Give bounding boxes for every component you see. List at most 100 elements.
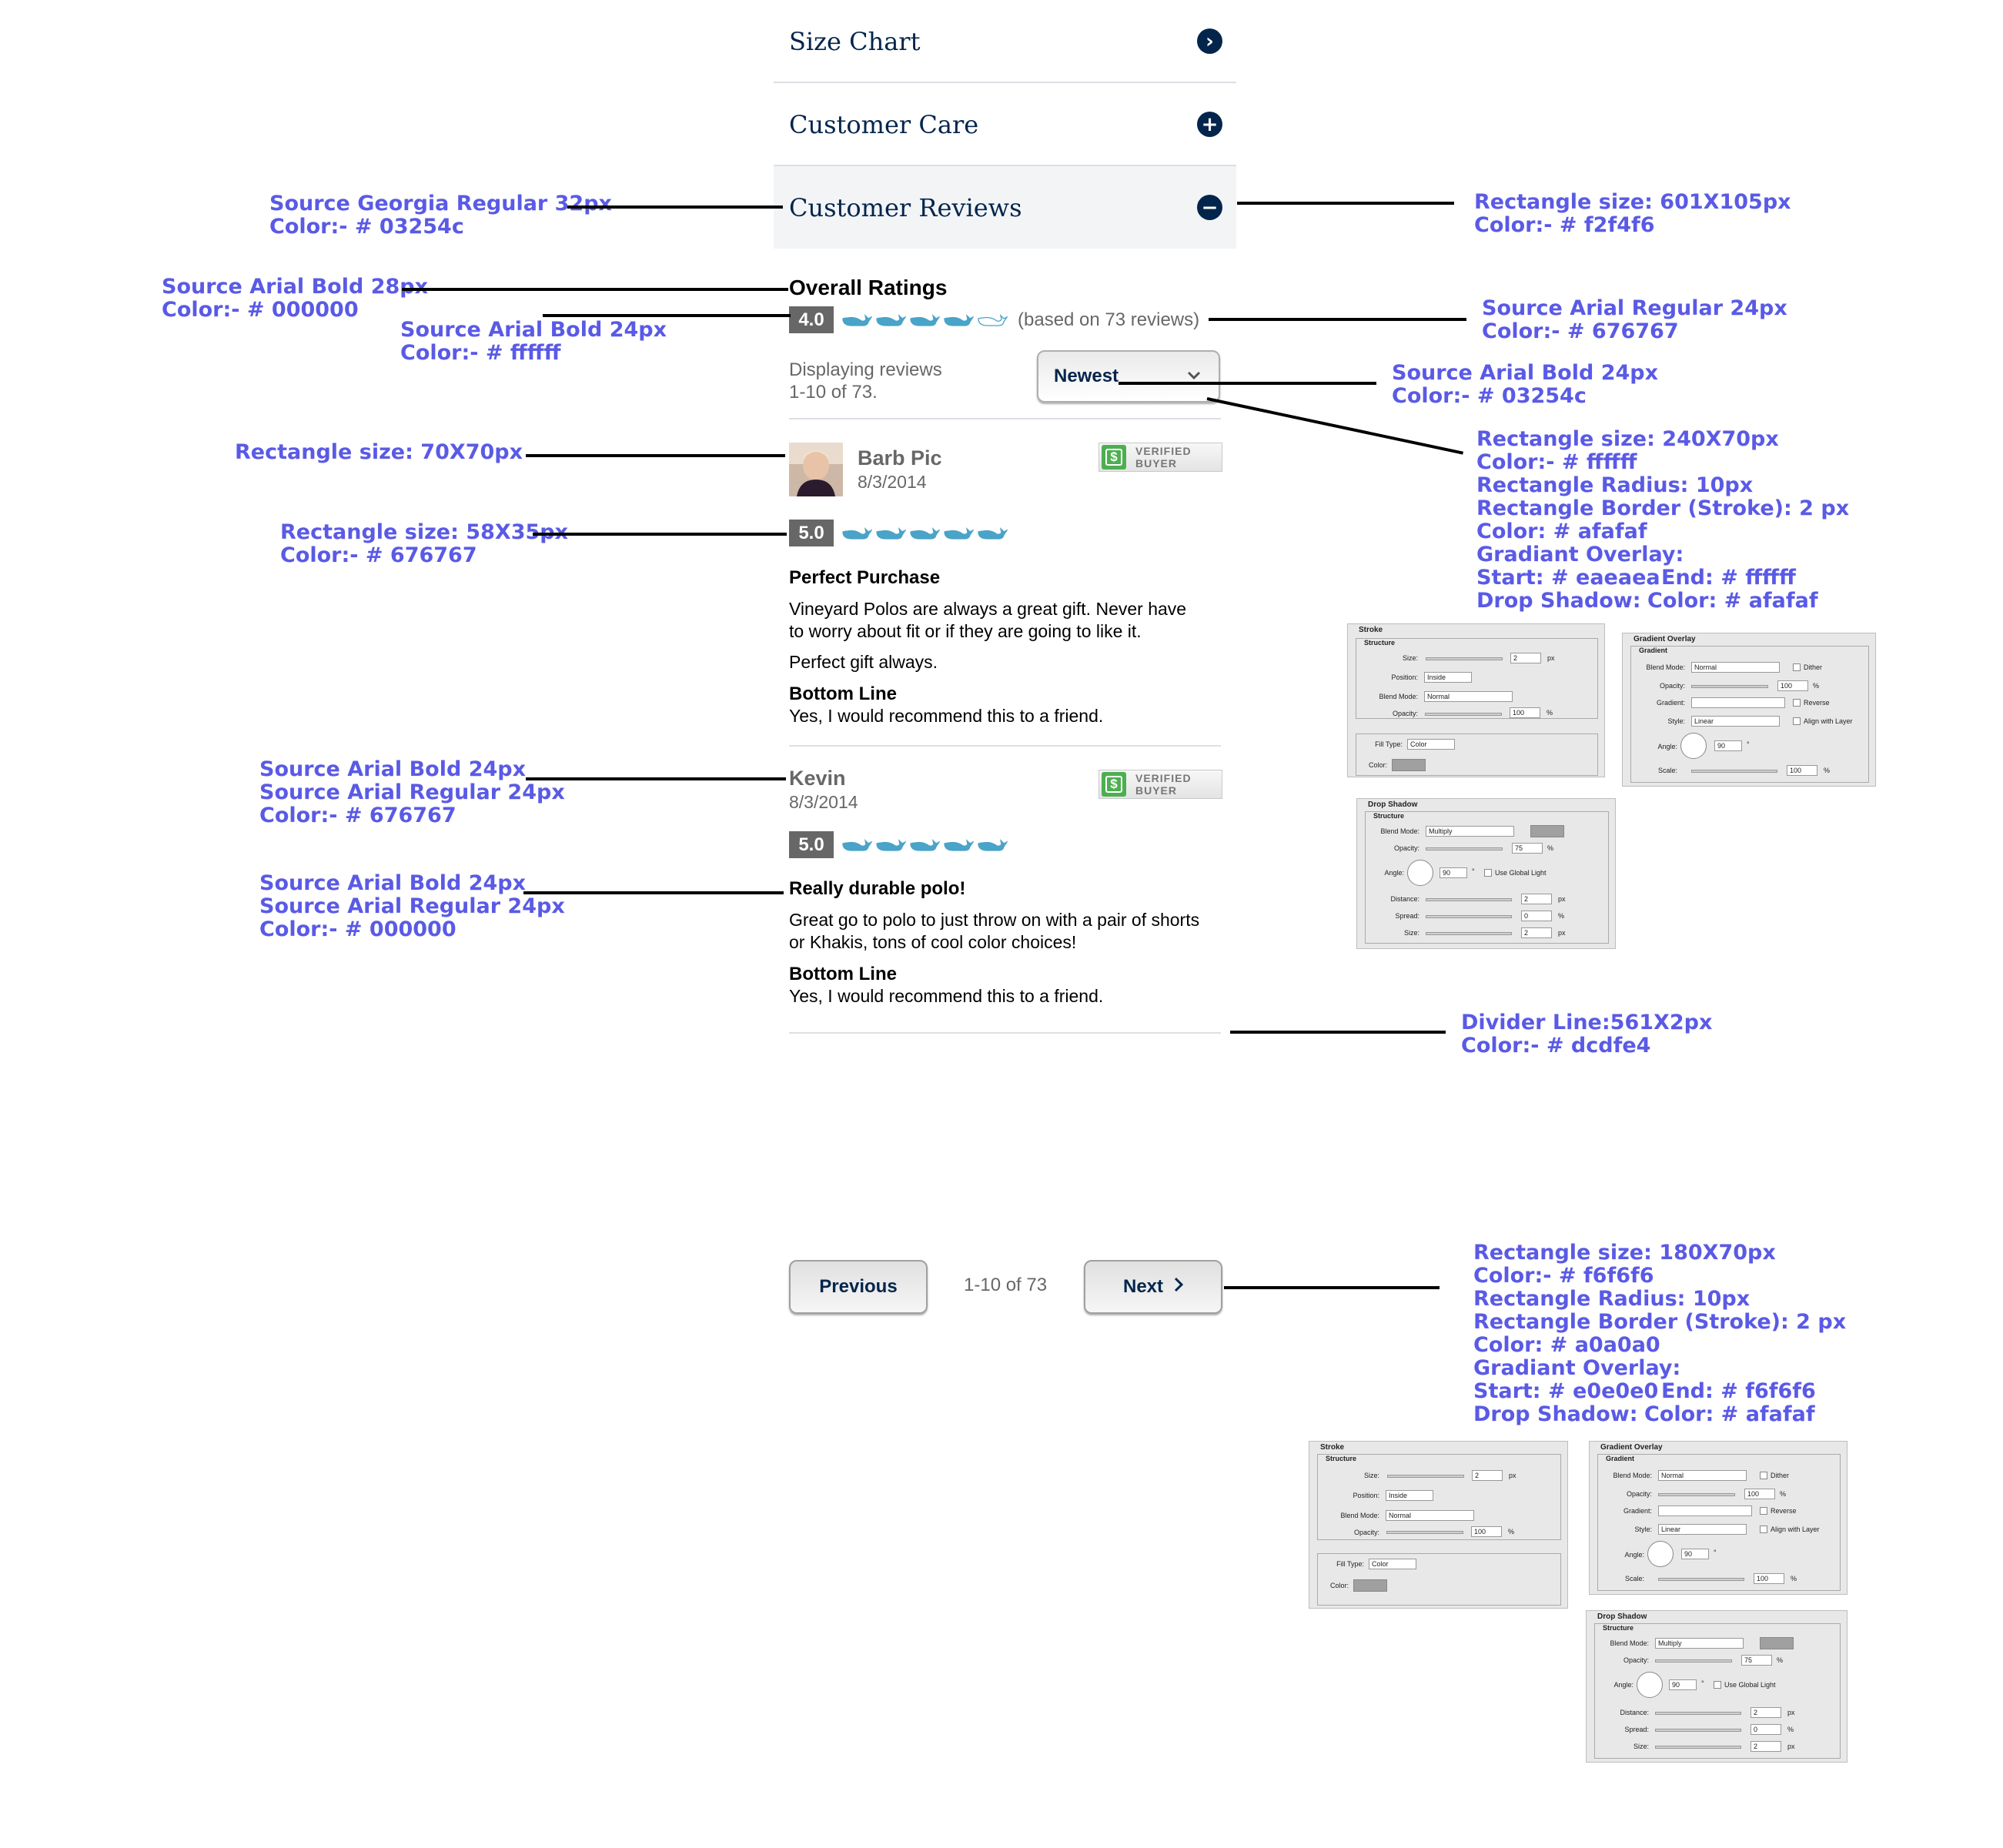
leader-line bbox=[543, 314, 791, 317]
badge-line: BUYER bbox=[1135, 784, 1178, 797]
divider bbox=[789, 745, 1221, 747]
spread-field[interactable]: 0 bbox=[1751, 1724, 1781, 1735]
field-label: Angle: bbox=[1624, 1551, 1644, 1559]
next-button[interactable]: Next bbox=[1084, 1260, 1222, 1314]
shadow-color-swatch[interactable] bbox=[1530, 825, 1564, 837]
angle-field[interactable]: 90 bbox=[1440, 867, 1467, 878]
leader-line bbox=[1230, 1031, 1446, 1034]
annotation-line: Source Arial Bold 28px bbox=[162, 275, 429, 299]
opacity-field[interactable]: 75 bbox=[1512, 843, 1543, 854]
previous-button[interactable]: Previous bbox=[789, 1260, 928, 1314]
blend-mode-select[interactable]: Multiply bbox=[1426, 826, 1514, 837]
opacity-field[interactable]: 100 bbox=[1471, 1526, 1502, 1537]
spread-slider[interactable] bbox=[1426, 915, 1512, 918]
distance-field[interactable]: 2 bbox=[1751, 1707, 1781, 1718]
size-slider[interactable] bbox=[1426, 932, 1512, 935]
annotation-line: Color:- # 676767 bbox=[1482, 319, 1679, 343]
review-body-line: to worry about fit or if they are going … bbox=[789, 621, 1142, 641]
annotation-line: Rectangle size: 58X35px bbox=[280, 520, 569, 544]
fill-type-select[interactable]: Color bbox=[1407, 739, 1455, 750]
opacity-field[interactable]: 75 bbox=[1741, 1655, 1772, 1666]
global-light-checkbox[interactable] bbox=[1484, 869, 1492, 877]
gradient-picker[interactable] bbox=[1658, 1505, 1752, 1516]
blend-mode-select[interactable]: Normal bbox=[1658, 1470, 1747, 1481]
displaying-reviews: Displaying reviews 1-10 of 73. bbox=[789, 359, 942, 403]
group-title: Structure bbox=[1603, 1624, 1634, 1632]
align-checkbox[interactable] bbox=[1793, 717, 1801, 725]
scale-slider[interactable] bbox=[1691, 770, 1777, 773]
accordion-customer-care[interactable]: Customer Care + bbox=[774, 83, 1236, 165]
shadow-color-swatch[interactable] bbox=[1760, 1637, 1794, 1649]
opacity-slider[interactable] bbox=[1425, 713, 1502, 716]
accordion-customer-reviews[interactable]: Customer Reviews − bbox=[774, 166, 1236, 249]
opacity-field[interactable]: 100 bbox=[1510, 707, 1540, 718]
field-label: Opacity: bbox=[1393, 844, 1419, 852]
accordion-label: Customer Care bbox=[789, 109, 979, 139]
color-swatch[interactable] bbox=[1392, 759, 1426, 771]
angle-dial[interactable] bbox=[1407, 860, 1433, 886]
scale-slider[interactable] bbox=[1658, 1578, 1744, 1581]
distance-field[interactable]: 2 bbox=[1521, 894, 1552, 904]
opacity-slider[interactable] bbox=[1655, 1659, 1732, 1663]
angle-dial[interactable] bbox=[1680, 733, 1707, 759]
blend-mode-select[interactable]: Normal bbox=[1424, 691, 1513, 702]
review-title: Really durable polo! bbox=[789, 878, 966, 899]
unit-label: px bbox=[1547, 654, 1555, 662]
fill-type-select[interactable]: Color bbox=[1369, 1559, 1416, 1569]
checkbox-label: Dither bbox=[1771, 1472, 1790, 1479]
size-field[interactable]: 2 bbox=[1472, 1470, 1503, 1481]
annotation-line: Color:- # 03254c bbox=[269, 215, 464, 239]
global-light-checkbox[interactable] bbox=[1714, 1681, 1721, 1689]
angle-field[interactable]: 90 bbox=[1681, 1549, 1709, 1559]
divider bbox=[774, 165, 1236, 166]
distance-slider[interactable] bbox=[1426, 898, 1512, 901]
spread-field[interactable]: 0 bbox=[1521, 911, 1552, 921]
reverse-checkbox[interactable] bbox=[1760, 1507, 1767, 1515]
angle-field[interactable]: 90 bbox=[1669, 1679, 1697, 1690]
style-select[interactable]: Linear bbox=[1658, 1524, 1747, 1535]
opacity-field[interactable]: 100 bbox=[1777, 680, 1808, 691]
checkbox-label: Reverse bbox=[1804, 699, 1830, 707]
reverse-checkbox[interactable] bbox=[1793, 699, 1801, 707]
opacity-slider[interactable] bbox=[1658, 1493, 1735, 1496]
size-field[interactable]: 2 bbox=[1751, 1741, 1781, 1752]
blend-mode-select[interactable]: Multiply bbox=[1655, 1638, 1744, 1649]
angle-dial[interactable] bbox=[1647, 1541, 1674, 1567]
position-select[interactable]: Inside bbox=[1386, 1490, 1433, 1501]
overall-ratings-heading: Overall Ratings bbox=[789, 276, 948, 299]
opacity-slider[interactable] bbox=[1691, 685, 1768, 688]
annotation-line: Color:- # f2f4f6 bbox=[1474, 213, 1655, 237]
size-slider[interactable] bbox=[1426, 657, 1503, 660]
unit-label: px bbox=[1558, 895, 1566, 903]
size-field[interactable]: 2 bbox=[1521, 927, 1552, 938]
align-checkbox[interactable] bbox=[1760, 1526, 1767, 1533]
next-label: Next bbox=[1122, 1276, 1164, 1297]
annotation-review-text-font: Source Arial Bold 24px Source Arial Regu… bbox=[259, 872, 565, 941]
field-label: Blend Mode: bbox=[1380, 827, 1419, 835]
sort-dropdown[interactable]: Newest bbox=[1037, 350, 1220, 403]
position-select[interactable]: Inside bbox=[1424, 672, 1472, 683]
style-select[interactable]: Linear bbox=[1691, 716, 1780, 727]
angle-field[interactable]: 90 bbox=[1714, 740, 1742, 751]
gradient-picker[interactable] bbox=[1691, 697, 1785, 708]
opacity-slider[interactable] bbox=[1386, 1531, 1463, 1534]
distance-slider[interactable] bbox=[1655, 1712, 1741, 1715]
group-title: Structure bbox=[1373, 812, 1405, 820]
dither-checkbox[interactable] bbox=[1793, 663, 1801, 671]
opacity-field[interactable]: 100 bbox=[1744, 1489, 1775, 1499]
annotation-line: Color:- # 000000 bbox=[162, 298, 359, 322]
size-slider[interactable] bbox=[1387, 1475, 1464, 1478]
annotation-line: Rectangle size: 601X105px bbox=[1474, 190, 1791, 214]
size-field[interactable]: 2 bbox=[1510, 653, 1541, 663]
accordion-size-chart[interactable]: Size Chart › bbox=[774, 0, 1236, 82]
scale-field[interactable]: 100 bbox=[1787, 765, 1817, 776]
size-slider[interactable] bbox=[1655, 1746, 1741, 1749]
scale-field[interactable]: 100 bbox=[1754, 1573, 1784, 1584]
angle-dial[interactable] bbox=[1637, 1672, 1663, 1698]
dither-checkbox[interactable] bbox=[1760, 1472, 1767, 1479]
opacity-slider[interactable] bbox=[1426, 847, 1503, 850]
spread-slider[interactable] bbox=[1655, 1729, 1741, 1732]
color-swatch[interactable] bbox=[1353, 1579, 1387, 1592]
blend-mode-select[interactable]: Normal bbox=[1386, 1510, 1474, 1521]
blend-mode-select[interactable]: Normal bbox=[1691, 662, 1780, 673]
